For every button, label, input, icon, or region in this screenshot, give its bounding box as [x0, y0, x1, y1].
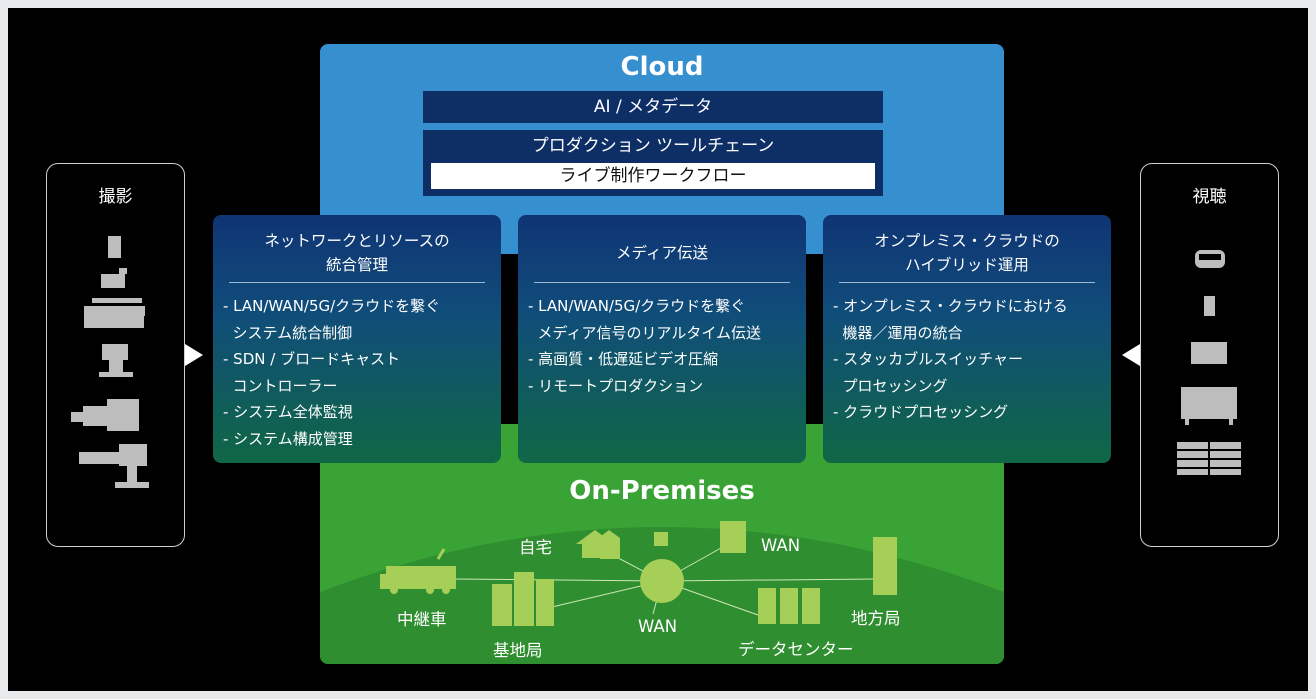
house-icon — [576, 530, 620, 559]
card-divider — [229, 282, 485, 283]
label-data-center: データセンター — [738, 640, 854, 659]
regional-station-tower-icon — [873, 537, 897, 595]
card-item: メディア信号のリアルタイム伝送 — [528, 323, 762, 342]
card-item: - オンプレミス・クラウドにおける — [833, 297, 1068, 315]
label-base-station: 基地局 — [493, 641, 543, 660]
card-item: - LAN/WAN/5G/クラウドを繋ぐ — [223, 297, 441, 315]
card-title: ネットワークとリソースの 統合管理 — [223, 229, 491, 277]
card-item: コントローラー — [223, 376, 338, 395]
smartphone-icon — [108, 236, 121, 258]
camcorder-icon — [84, 298, 145, 328]
card-title: メディア伝送 — [528, 241, 796, 265]
viewing-title: 視聴 — [1192, 187, 1227, 207]
card-divider — [534, 282, 790, 283]
card-title-line: メディア伝送 — [616, 244, 708, 262]
cloud-panel: Cloud AI / メタデータ プロダクション ツールチェーン ライブ制作ワー… — [320, 44, 1004, 254]
ob-van-icon — [380, 548, 456, 594]
viewing-to-system-arrow-icon — [1122, 344, 1140, 366]
label-regional-station: 地方局 — [851, 609, 901, 628]
label-home: 自宅 — [519, 538, 552, 557]
card-item: システム統合制御 — [223, 323, 353, 342]
base-station-buildings-icon — [492, 572, 554, 626]
ptz-camera-icon — [99, 344, 133, 377]
monitor-icon — [1181, 387, 1237, 425]
broadcast-camera-icon — [71, 399, 139, 431]
card-item-list: - LAN/WAN/5G/クラウドを繋ぐ メディア信号のリアルタイム伝送 - 高… — [528, 293, 761, 399]
label-wan-top: WAN — [761, 536, 801, 555]
diagram-canvas: Cloud AI / メタデータ プロダクション ツールチェーン ライブ制作ワー… — [8, 8, 1308, 691]
tablet-icon — [1191, 342, 1227, 364]
video-wall-icon — [1177, 442, 1241, 475]
card-item: - リモートプロダクション — [528, 376, 704, 395]
card-item: 機器／運用の統合 — [833, 323, 963, 342]
card-item: - システム全体監視 — [223, 403, 353, 421]
card-title: オンプレミス・クラウドの ハイブリッド運用 — [833, 229, 1101, 277]
small-building-icon — [654, 532, 668, 546]
card-title-line: 統合管理 — [325, 256, 388, 274]
capture-to-system-arrow-icon — [185, 344, 203, 366]
smartphone-icon — [1204, 296, 1215, 316]
label-wan-center: WAN — [638, 617, 678, 636]
production-toolchain-label: プロダクション ツールチェーン — [531, 136, 775, 156]
capture-panel: 撮影 — [46, 163, 185, 547]
viewing-devices-graphic — [1177, 250, 1241, 475]
card-item: - SDN / ブロードキャスト — [223, 350, 401, 368]
card-network-resource-management: ネットワークとリソースの 統合管理 - LAN/WAN/5G/クラウドを繋ぐ シ… — [213, 215, 501, 463]
card-item: - システム構成管理 — [223, 429, 353, 448]
production-toolchain-bar: プロダクション ツールチェーン ライブ制作ワークフロー — [423, 130, 883, 196]
onprem-network-graphic — [320, 521, 1004, 664]
data-center-racks-icon — [758, 588, 820, 624]
capture-title: 撮影 — [98, 187, 133, 207]
card-title-line: ネットワークとリソースの — [264, 232, 450, 250]
ai-metadata-bar: AI / メタデータ — [423, 91, 883, 123]
card-item: - スタッカブルスイッチャー — [833, 350, 1024, 368]
cloud-title: Cloud — [620, 52, 704, 82]
wan-hub-icon — [640, 559, 684, 603]
card-item-list: - LAN/WAN/5G/クラウドを繋ぐ システム統合制御 - SDN / ブロ… — [223, 293, 440, 452]
card-hybrid-operation: オンプレミス・クラウドの ハイブリッド運用 - オンプレミス・クラウドにおける … — [823, 215, 1111, 463]
live-workflow-bar: ライブ制作ワークフロー — [431, 163, 875, 189]
card-title-line: オンプレミス・クラウドの — [874, 232, 1060, 250]
card-divider — [839, 282, 1095, 283]
vr-headset-icon — [1195, 250, 1225, 268]
card-media-transport: メディア伝送 - LAN/WAN/5G/クラウドを繋ぐ メディア信号のリアルタイ… — [518, 215, 806, 463]
card-title-line: ハイブリッド運用 — [905, 256, 1029, 274]
card-item: - クラウドプロセッシング — [833, 403, 1009, 421]
viewing-panel: 視聴 — [1140, 163, 1279, 547]
onprem-panel: On-Premises 自宅 WAN WAN 中継車 基地局 データセンター 地… — [320, 424, 1004, 664]
compact-camera-icon — [101, 268, 127, 288]
card-item: - LAN/WAN/5G/クラウドを繋ぐ — [528, 297, 746, 315]
label-ob-van: 中継車 — [397, 610, 447, 629]
capture-devices-graphic — [71, 236, 149, 488]
card-item-list: - オンプレミス・クラウドにおける 機器／運用の統合 - スタッカブルスイッチャ… — [833, 293, 1068, 426]
studio-camera-icon — [79, 444, 149, 488]
card-item: - 高画質・低遅延ビデオ圧縮 — [528, 350, 719, 368]
card-item: プロセッシング — [833, 376, 948, 395]
wan-server-icon — [720, 521, 746, 553]
onprem-title: On-Premises — [569, 476, 755, 506]
